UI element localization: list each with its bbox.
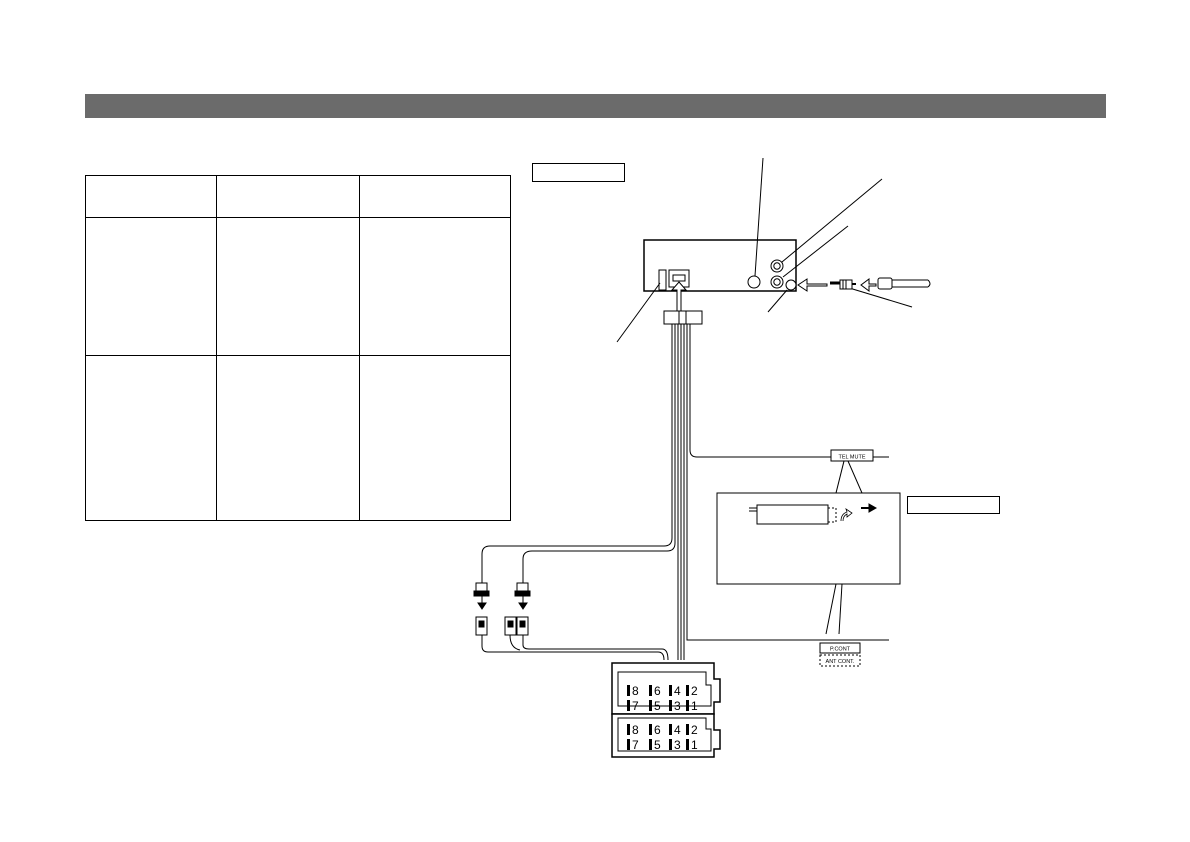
insert-arrow-icon (797, 278, 828, 292)
pin-number: 3 (674, 699, 681, 713)
table-cell (216, 175, 360, 218)
antenna-plug (877, 277, 893, 290)
pin-marker (669, 724, 672, 735)
tel-mute-label: TEL MUTE (839, 455, 866, 461)
table-cell (85, 355, 217, 521)
pin-marker (649, 700, 652, 711)
pin-marker (669, 685, 672, 696)
unit-callout-box (532, 163, 625, 182)
p-cont-tag (819, 642, 861, 654)
pin-marker (686, 739, 689, 750)
pin-number: 8 (632, 684, 639, 698)
ant-cont-label: ANT CONT. (826, 659, 855, 665)
pin-marker (649, 739, 652, 750)
pin-marker (649, 724, 652, 735)
rca-jack-upper (770, 259, 784, 273)
pin-marker (669, 700, 672, 711)
pin-number: 4 (674, 723, 681, 737)
p-cont-label: P.CONT (830, 647, 851, 653)
pin-marker (686, 685, 689, 696)
pin-number: 1 (691, 699, 698, 713)
table-row (85, 217, 511, 356)
pin-marker (627, 685, 630, 696)
leader-line (754, 157, 764, 277)
iso-socket-inner (672, 274, 686, 282)
pin-number: 2 (691, 684, 698, 698)
inset-adapter-body (756, 504, 829, 525)
leader-line (782, 225, 849, 278)
leader-line (781, 178, 883, 263)
pin-number: 8 (632, 723, 639, 737)
pin-marker (627, 724, 630, 735)
pin-number: 4 (674, 684, 681, 698)
leader-line (845, 286, 913, 308)
pin-marker (669, 739, 672, 750)
table-cell (216, 217, 360, 356)
insert-arrow-icon (860, 278, 877, 292)
pin-marker (627, 700, 630, 711)
pin-number: 5 (654, 738, 661, 752)
ant-cont-tag (819, 654, 861, 667)
harness-collar (663, 310, 703, 325)
table-cell (216, 355, 360, 521)
iso-connector-lower (611, 713, 721, 758)
table-cell (85, 175, 217, 218)
connect-arrow-icon (670, 281, 688, 313)
pin-number: 5 (654, 699, 661, 713)
rotate-icon (840, 508, 853, 522)
wire-rca-right (522, 324, 676, 583)
pin-number: 7 (632, 699, 639, 713)
down-arrow-icon (477, 602, 487, 610)
pin-marker (627, 739, 630, 750)
pin-number: 6 (654, 723, 661, 737)
right-arrow-icon (868, 503, 878, 513)
wire-rca-return (481, 635, 665, 661)
antenna-jack (785, 279, 797, 291)
wire-tel-mute (689, 324, 889, 458)
table-cell (359, 217, 511, 356)
head-unit-rear-panel (643, 239, 797, 292)
ground-screw (747, 275, 761, 289)
pin-number: 3 (674, 738, 681, 752)
fuse-holder (658, 269, 667, 291)
table-row (85, 355, 511, 521)
table-cell (359, 355, 511, 521)
leader-line (616, 282, 661, 343)
pin-number: 1 (691, 738, 698, 752)
pin-marker (649, 685, 652, 696)
wire-p-cont (686, 324, 889, 641)
down-arrow-icon (518, 602, 528, 610)
pin-number: 2 (691, 723, 698, 737)
rca-jack-lower (770, 275, 784, 289)
pin-number: 7 (632, 738, 639, 752)
pin-marker (686, 700, 689, 711)
antenna-cable (892, 279, 931, 288)
wire-rca-left (481, 324, 673, 583)
rca-plug (516, 582, 529, 592)
spec-table (85, 175, 511, 521)
iso-block-lower (617, 717, 712, 752)
pin-marker (686, 724, 689, 735)
section-header-bar (85, 94, 1106, 118)
iso-block-upper (617, 671, 712, 707)
tel-mute-tag (830, 449, 874, 462)
rca-plug (475, 582, 488, 592)
leader-line (767, 289, 788, 313)
note-callout-box (907, 496, 1000, 514)
pin-number: 6 (654, 684, 661, 698)
